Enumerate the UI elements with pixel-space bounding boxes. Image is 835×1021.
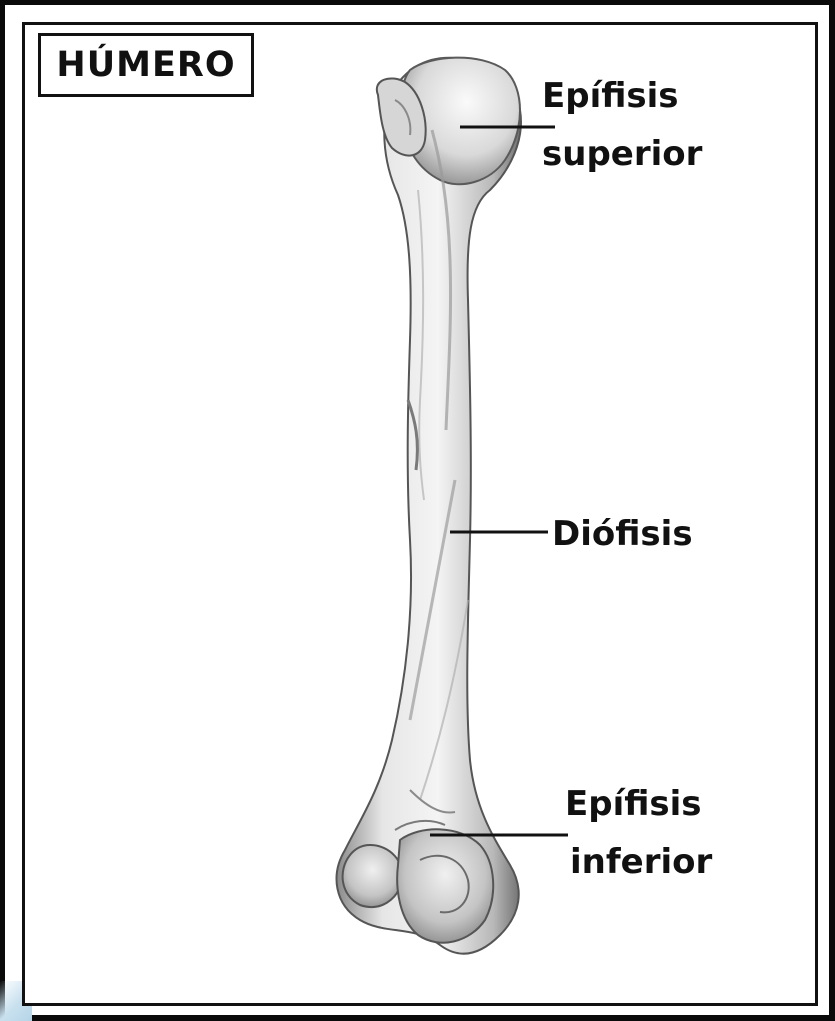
label-epiphysis-superior-line1: Epífisis — [542, 72, 679, 120]
humerus-bone — [337, 58, 521, 954]
label-epiphysis-superior-line2: superior — [542, 130, 702, 178]
humerus-outline — [337, 58, 521, 954]
label-epiphysis-inferior-line1: Epífisis — [565, 780, 702, 828]
label-diaphysis: Diófisis — [552, 510, 693, 558]
lateral-epicondyle — [343, 845, 403, 907]
trochlea — [397, 829, 493, 942]
label-epiphysis-inferior-line2: inferior — [570, 838, 712, 886]
